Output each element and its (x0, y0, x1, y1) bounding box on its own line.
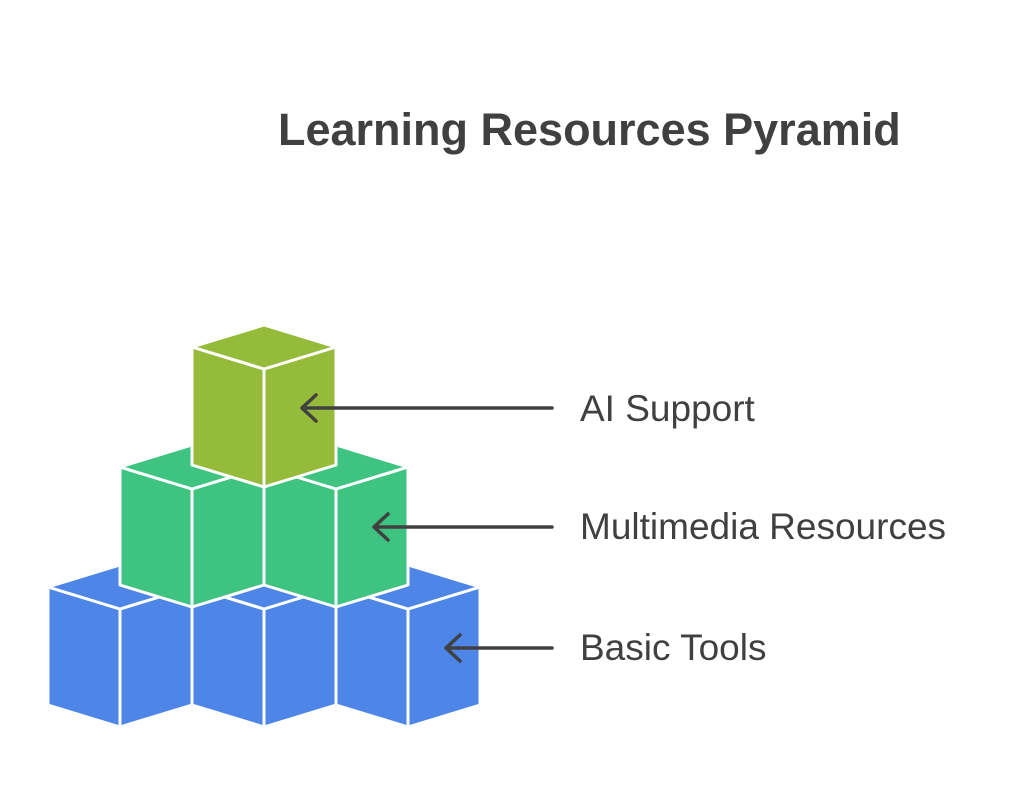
cube-stack (46, 323, 482, 729)
cube-right-face (406, 585, 482, 729)
cube-right-face (262, 345, 338, 489)
cube-right-face (190, 465, 266, 609)
cube-right-face (262, 585, 338, 729)
arrow-basic-tools (444, 633, 554, 663)
level-label-ai-support: AI Support (580, 388, 755, 429)
diagram-title: Learning Resources Pyramid (278, 104, 901, 155)
arrow-multimedia-resources (372, 512, 554, 542)
cube-level-0-0 (190, 323, 338, 489)
cube-right-face (334, 465, 410, 609)
level-label-multimedia-resources: Multimedia Resources (580, 506, 947, 547)
cube-top-face (190, 323, 338, 371)
cube-left-face (190, 585, 266, 729)
cube-level-1-0 (118, 443, 266, 609)
cube-left-face (334, 585, 410, 729)
cube-left-face (118, 465, 194, 609)
arrows (300, 393, 554, 663)
level-label-basic-tools: Basic Tools (580, 627, 767, 668)
arrow-ai-support (300, 393, 554, 423)
cube-right-face (118, 585, 194, 729)
cube-level-2-1 (190, 563, 338, 729)
cube-left-face (190, 345, 266, 489)
cube-left-face (46, 585, 122, 729)
cube-left-face (262, 465, 338, 609)
